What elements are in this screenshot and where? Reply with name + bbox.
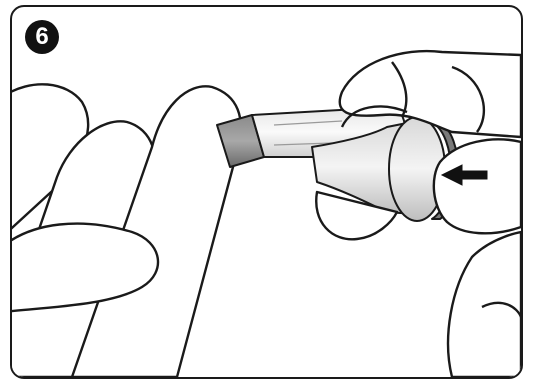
lancet-insertion-illustration	[12, 7, 521, 377]
illustration-frame: 6	[10, 5, 523, 379]
left-hand	[12, 84, 241, 377]
step-number-badge: 6	[25, 20, 59, 54]
